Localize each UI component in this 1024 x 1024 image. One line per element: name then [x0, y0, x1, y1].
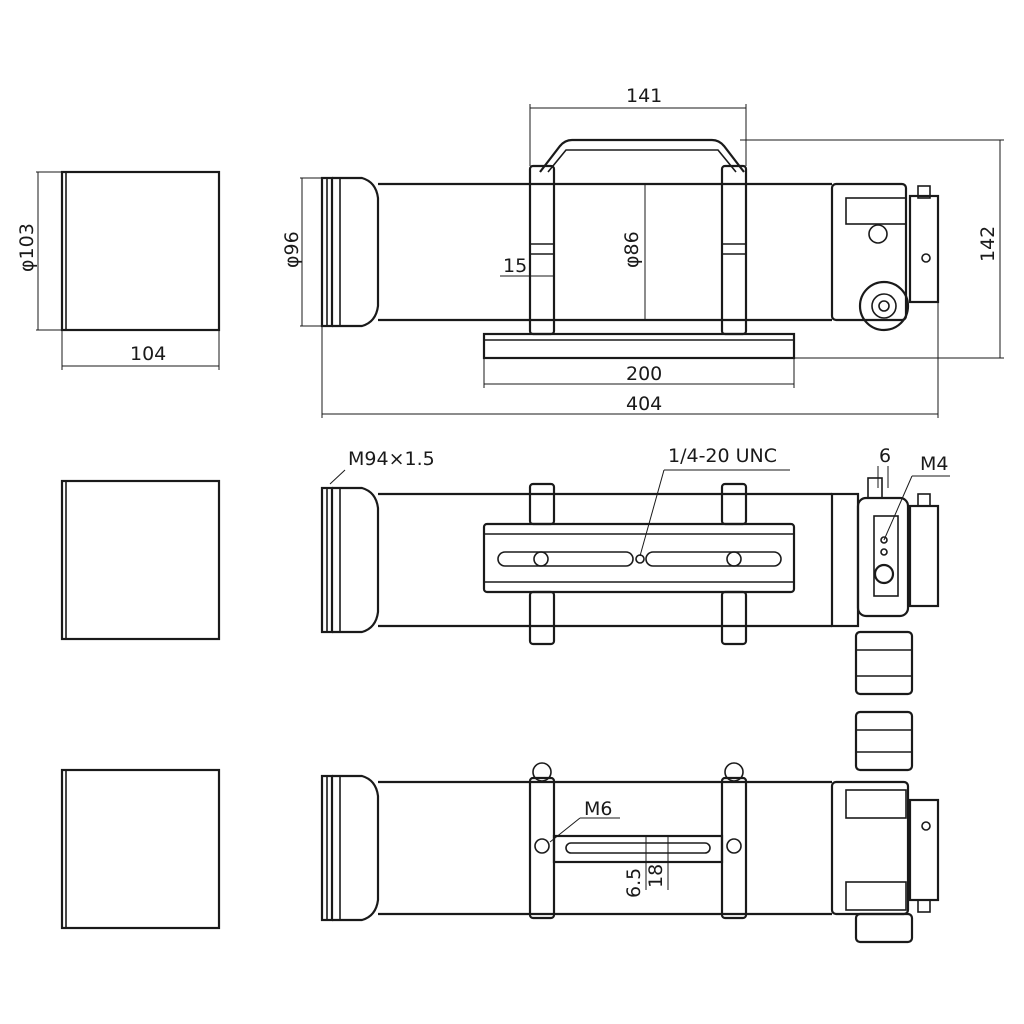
slot-width-label: 6.5 [623, 868, 645, 898]
mount-screw-label: 1/4-20 UNC [668, 445, 777, 467]
bar-width-label: 18 [645, 864, 667, 888]
tube-diameter-label: φ86 [621, 231, 643, 268]
focuser-dim-label: 6 [879, 445, 891, 467]
focuser-thread-label: M4 [920, 453, 948, 475]
lens-cap-side-view [36, 170, 221, 370]
total-height-label: 142 [977, 226, 999, 262]
rail-length-label: 200 [626, 363, 662, 385]
telescope-top-view [320, 710, 940, 944]
telescope-bottom-view [320, 466, 950, 696]
objective-diameter-label: φ96 [281, 231, 303, 268]
thread-spec-label: M94×1.5 [348, 448, 435, 470]
lens-cap-bottom-view [60, 479, 221, 641]
ring-screw-label: M6 [584, 798, 612, 820]
handle-span-label: 141 [626, 85, 662, 107]
lens-cap-diameter-label: φ103 [16, 223, 38, 272]
total-length-label: 404 [626, 393, 662, 415]
ring-width-label: 15 [503, 255, 527, 277]
lens-cap-length-label: 104 [130, 343, 166, 365]
lens-cap-top-view [60, 768, 221, 930]
telescope-side-view [300, 104, 1004, 418]
